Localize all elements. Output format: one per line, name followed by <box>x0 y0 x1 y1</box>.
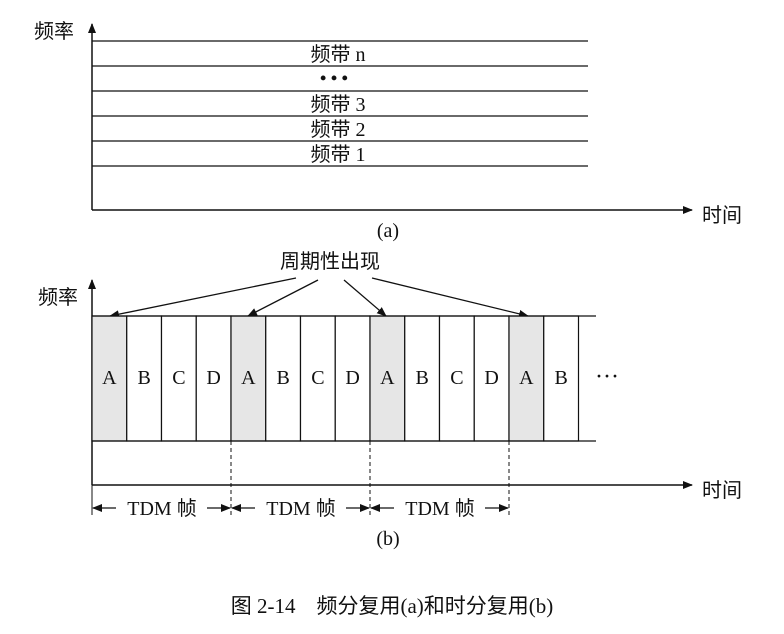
band-ellipsis: • • • <box>320 68 348 88</box>
slot-cell-b <box>126 315 163 442</box>
slot-label: A <box>519 367 534 389</box>
frame-label-3: TDM 帧 <box>405 497 474 520</box>
slot-label: A <box>241 367 256 389</box>
band-label-2: 频带 2 <box>311 118 366 141</box>
slot-cell-d <box>195 315 232 442</box>
a-y-axis-label: 频率 <box>34 20 74 43</box>
slot-label: A <box>380 367 395 389</box>
slot-label: D <box>345 367 359 389</box>
slot-cell-a <box>230 315 267 442</box>
band-label-1: 频带 1 <box>311 143 366 166</box>
sub-caption-b: (b) <box>376 528 399 550</box>
slot-ellipsis: ··· <box>595 364 619 390</box>
slot-label: B <box>276 367 289 389</box>
slot-label: B <box>554 367 567 389</box>
band-label-3: 频带 3 <box>311 93 366 116</box>
slot-cell-a <box>91 315 128 442</box>
frame-label-2: TDM 帧 <box>266 497 335 520</box>
a-band-lines <box>92 40 588 167</box>
slot-cell-d <box>473 315 510 442</box>
periodic-arrows <box>109 277 529 319</box>
slot-cell-c <box>438 315 475 442</box>
b-y-axis-label: 频率 <box>38 286 78 309</box>
slot-cell-a <box>508 315 545 442</box>
slot-label: C <box>450 367 463 389</box>
periodic-arrow <box>109 277 297 319</box>
slot-label: C <box>172 367 185 389</box>
sub-caption-a: (a) <box>377 220 399 242</box>
periodic-arrow <box>247 279 319 317</box>
slot-label: D <box>206 367 220 389</box>
periodic-arrow <box>371 277 529 318</box>
diagram-a: 频率 时间 频带 n • • • 频带 3 频带 2 频带 1 (a) <box>34 20 742 242</box>
band-label-n: 频带 n <box>311 43 366 66</box>
slot-cell-b <box>404 315 441 442</box>
slot-label: B <box>415 367 428 389</box>
figure-caption: 图 2-14 频分复用(a)和时分复用(b) <box>231 594 554 618</box>
slot-label: D <box>484 367 498 389</box>
frame-label-1: TDM 帧 <box>127 497 196 520</box>
b-x-axis-label: 时间 <box>702 479 742 502</box>
periodic-label: 周期性出现 <box>280 250 380 273</box>
slot-label: A <box>102 367 117 389</box>
slot-label: B <box>137 367 150 389</box>
slot-label: C <box>311 367 324 389</box>
periodic-arrow <box>343 279 387 317</box>
a-x-axis-label: 时间 <box>702 204 742 227</box>
